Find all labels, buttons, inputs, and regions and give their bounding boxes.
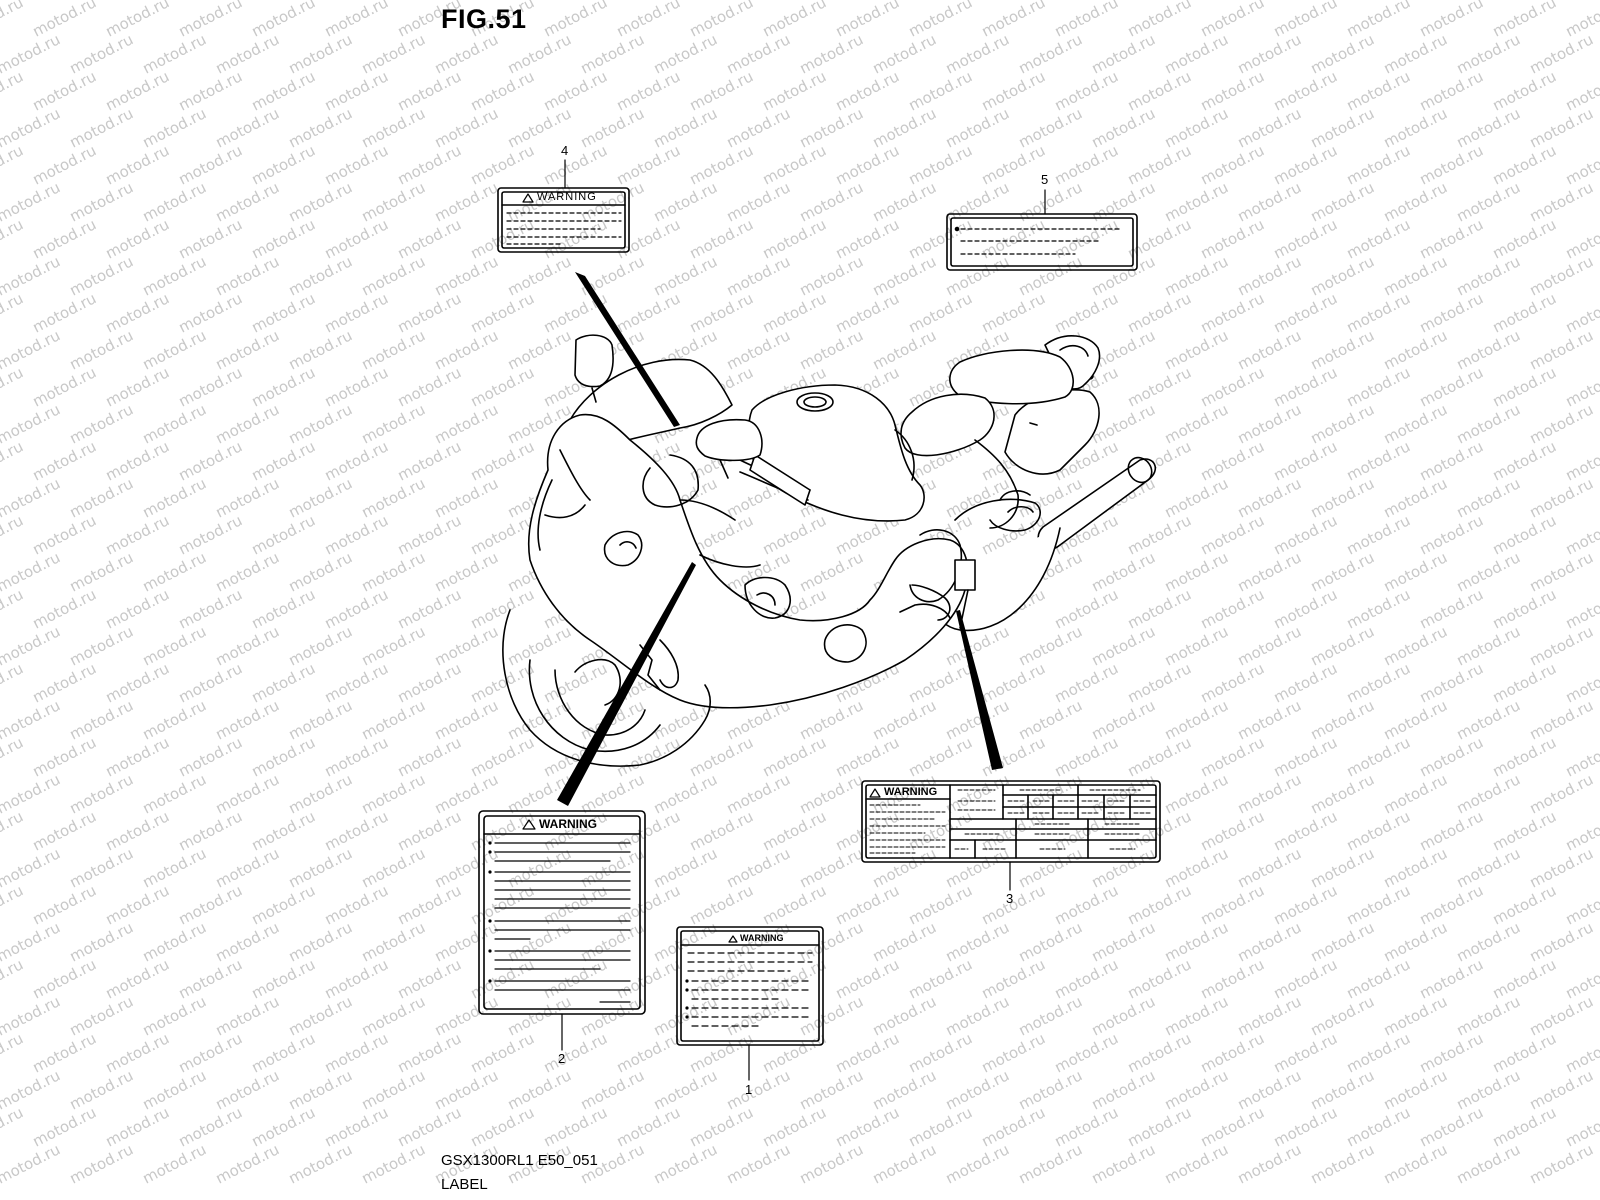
figure-code: GSX1300RL1 E50_051 xyxy=(441,1152,598,1169)
label-1-heading: WARNING xyxy=(740,933,784,943)
label-4-heading: WARNING xyxy=(537,191,597,203)
callout-4: 4 xyxy=(561,143,569,158)
motorcycle-drawing xyxy=(502,334,1157,767)
callout-1: 1 xyxy=(745,1082,753,1097)
label-1 xyxy=(676,926,824,1081)
label-2-heading: WARNING xyxy=(539,817,597,831)
callout-5: 5 xyxy=(1041,172,1049,187)
figure-title: FIG.51 xyxy=(441,4,527,34)
label-5 xyxy=(946,189,1138,271)
label-2 xyxy=(478,810,646,1051)
figure-name: LABEL xyxy=(441,1176,488,1193)
label-4 xyxy=(497,159,630,253)
callout-2: 2 xyxy=(558,1051,566,1066)
label-3-heading: WARNING xyxy=(884,786,938,798)
callout-3: 3 xyxy=(1006,891,1014,906)
